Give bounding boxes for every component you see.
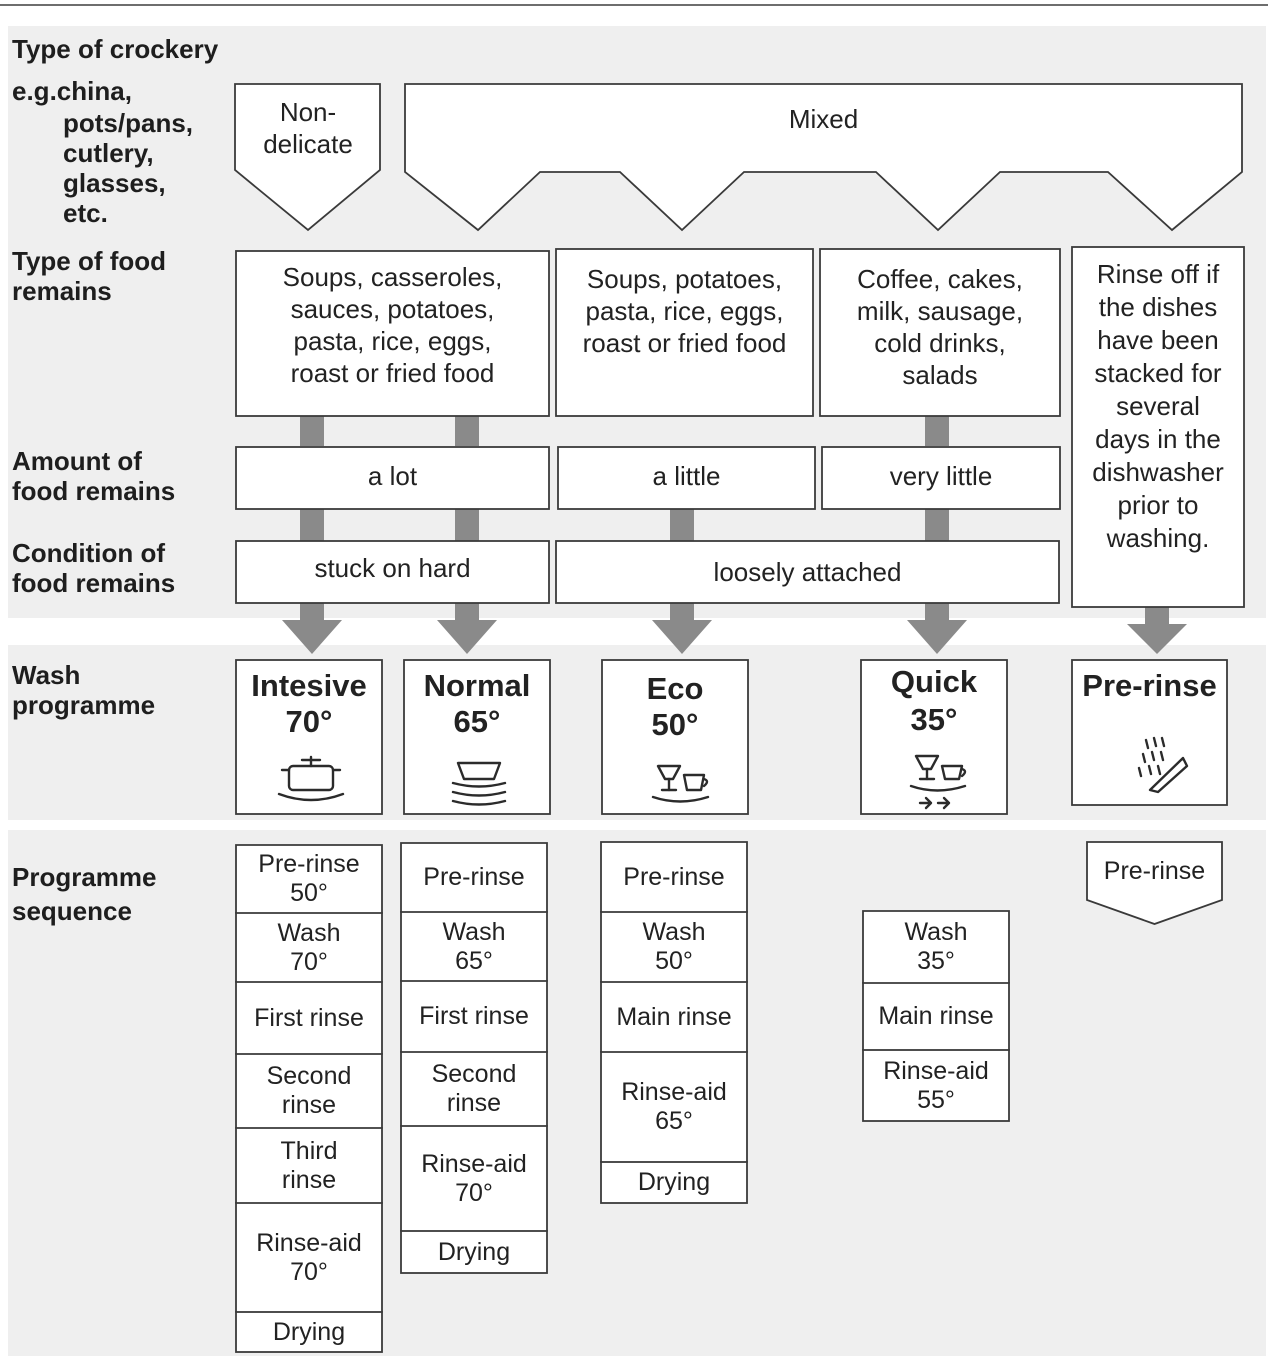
label-crockery-example: etc.: [63, 198, 108, 228]
down-arrow: [437, 603, 497, 654]
glass-cup-quick-icon: [909, 754, 967, 810]
sequence-step-label: Rinse-aid 70°: [256, 1228, 362, 1286]
pre-rinse-advice-text: Rinse off if the dishes have been stacke…: [1092, 258, 1224, 553]
sequence-step-label: Drying: [437, 1237, 511, 1266]
sequence-step-label: Wash 70°: [277, 918, 341, 976]
amount-text: a lot: [367, 461, 418, 491]
programme-name: Quick: [890, 664, 978, 699]
sequence-step-label: Wash 35°: [904, 918, 968, 975]
label-type-of-crockery: Type of crockery: [12, 34, 219, 64]
programme-name: Eco: [646, 671, 704, 706]
connector: [455, 509, 479, 541]
sequence-step-shape: [235, 1311, 383, 1353]
label-crockery-example: pots/pans,: [63, 108, 194, 138]
sequence-step-label: First rinse: [419, 1002, 529, 1030]
condition-box: [555, 540, 1060, 604]
programme-temperature: 50°: [651, 707, 699, 742]
sequence-step-shape: [862, 1049, 1010, 1122]
sequence-step-label: Second rinse: [266, 1062, 352, 1119]
crockery-non-delicate-label: Non- delicate: [263, 97, 353, 159]
programme-box-quick: [860, 659, 1008, 815]
amount-text: very little: [889, 461, 993, 491]
programme-box-pre-rinse: [1071, 659, 1228, 806]
sequence-step-label: Pre-rinse 50°: [258, 850, 360, 907]
sequence-step-label: Rinse-aid 55°: [883, 1056, 989, 1114]
programme-name: Pre-rinse: [1082, 668, 1217, 703]
top-rule: [0, 4, 1268, 6]
sequence-step-label: Main rinse: [878, 1002, 994, 1030]
sequence-step-label: Pre-rinse: [423, 863, 525, 891]
connector: [300, 416, 324, 446]
sequence-step-label: Pre-rinse: [623, 862, 725, 891]
food-type-box: [555, 248, 814, 417]
crockery-mixed-label: Mixed: [788, 104, 859, 134]
amount-box: [821, 446, 1061, 510]
programme-temperature: 65°: [453, 704, 501, 739]
programme-name: Normal: [423, 668, 531, 703]
amount-box: [235, 446, 550, 510]
sequence-step-shape: [400, 1230, 548, 1274]
connector: [455, 416, 479, 446]
food-type-text: Soups, casseroles, sauces, potatoes, pas…: [282, 262, 503, 388]
sequence-shapes: [235, 841, 1223, 1353]
food-type-box: [235, 250, 550, 417]
programme-temperature: 70°: [285, 704, 333, 739]
condition-text: stuck on hard: [314, 553, 471, 583]
programme-box-eco: [601, 659, 749, 815]
amount-text: a little: [652, 461, 721, 491]
sequence-step-shape: [600, 1161, 748, 1204]
sequence-step-label: Drying: [272, 1317, 346, 1346]
sequence-step-shape: [1086, 841, 1223, 925]
crockery-mixed-shape: [404, 83, 1243, 232]
connector: [670, 509, 694, 541]
stacked-dishes-icon: [451, 761, 507, 806]
down-arrow: [652, 603, 712, 654]
sequence-step-label: Drying: [637, 1168, 711, 1196]
food-type-box: [819, 248, 1061, 417]
programme-box-intesive: [235, 659, 383, 815]
food-type-text: Coffee, cakes, milk, sausage, cold drink…: [856, 264, 1024, 390]
sequence-step-label: Second rinse: [431, 1060, 517, 1117]
sequence-step-label: Main rinse: [616, 1002, 732, 1031]
sequence-step-label: Wash 50°: [642, 918, 706, 975]
programme-temperature: 35°: [910, 702, 958, 737]
label-crockery-example: cutlery,: [63, 138, 154, 168]
label-crockery-example: e.g.china,: [12, 76, 132, 106]
connector: [925, 416, 949, 446]
down-arrow: [282, 603, 342, 654]
food-type-text: Soups, potatoes, pasta, rice, eggs, roas…: [582, 264, 787, 358]
connector: [300, 509, 324, 541]
sequence-step-label: Rinse-aid 70°: [421, 1149, 527, 1207]
pre-rinse-advice-box: [1071, 246, 1245, 608]
connector: [925, 509, 949, 541]
sequence-step-label: Third rinse: [280, 1136, 338, 1194]
condition-box: [235, 540, 550, 604]
sequence-step-label: First rinse: [254, 1003, 364, 1032]
crockery-non-delicate-shape: [234, 83, 381, 232]
label-crockery-example: glasses,: [63, 168, 166, 198]
connectors: [282, 416, 1187, 654]
sequence-step-label: Pre-rinse: [1103, 856, 1206, 885]
water-spray-icon: [1137, 736, 1189, 794]
glass-and-cup-icon: [651, 764, 710, 803]
amount-box: [557, 446, 816, 510]
sequence-step-label: Wash 65°: [442, 917, 506, 975]
down-arrow: [907, 603, 967, 654]
down-arrow: [1127, 607, 1187, 654]
programme-box-normal: [403, 659, 551, 815]
condition-text: loosely attached: [713, 557, 902, 587]
sequence-step-label: Rinse-aid 65°: [621, 1078, 727, 1135]
programme-name: Intesive: [251, 668, 367, 703]
pot-icon: [277, 755, 345, 802]
